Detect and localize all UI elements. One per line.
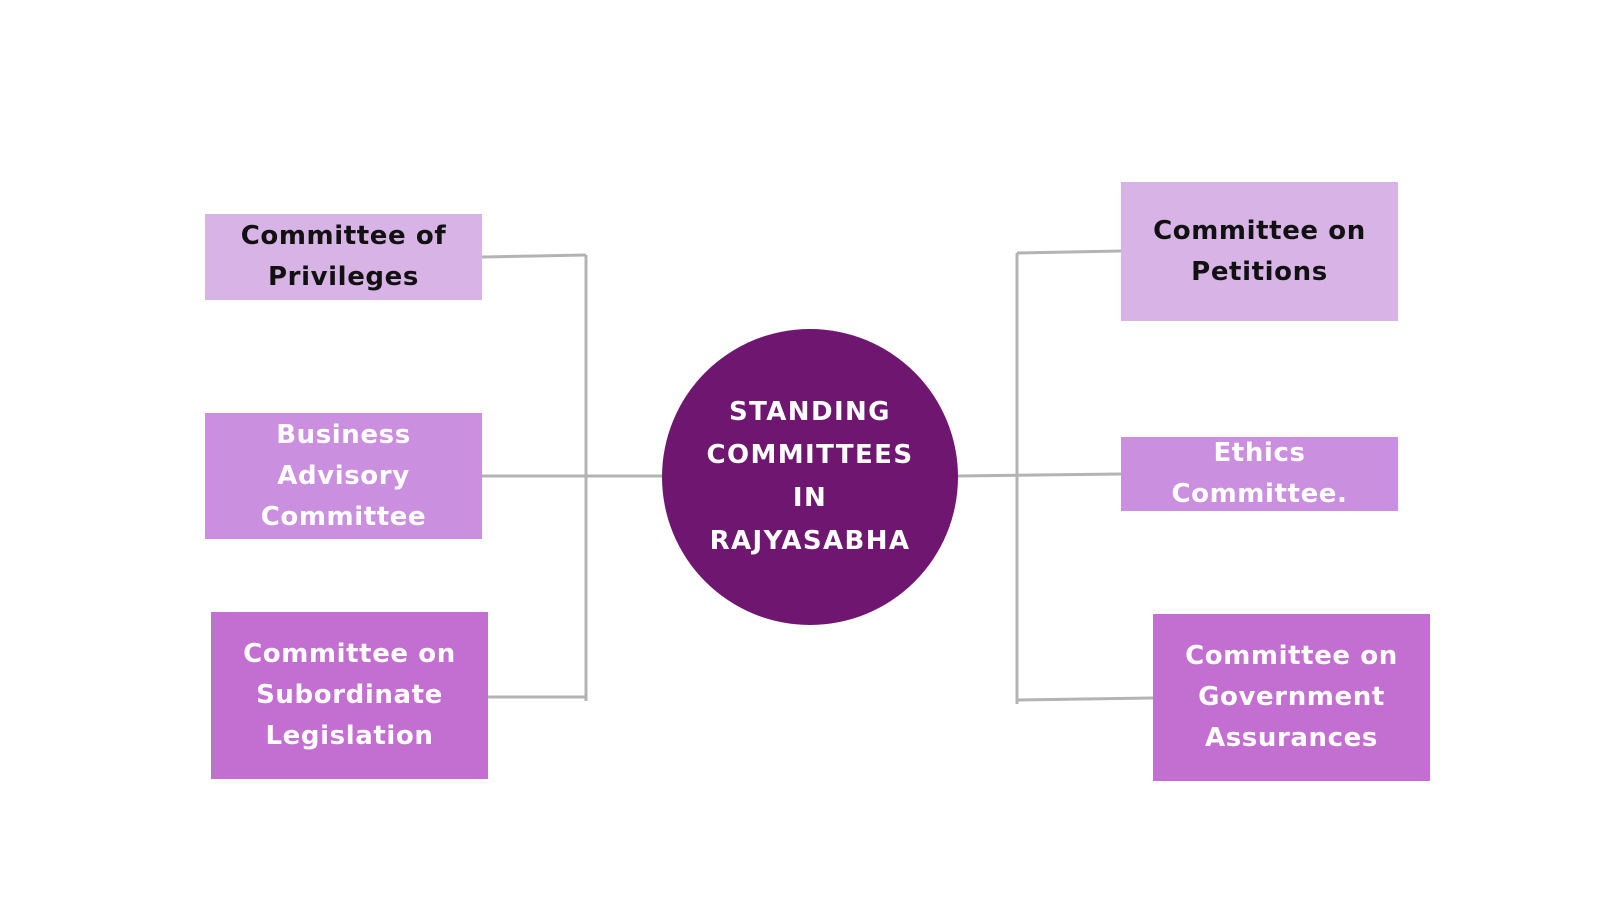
right-connector-bottom [1016,696,1154,702]
ethics-committee-box: Ethics Committee. [1121,437,1398,511]
right-connector-middle [957,472,1122,478]
committee-of-privileges-box: Committee of Privileges [205,214,482,300]
center-title: STANDING COMMITTEES IN RAJYASABHA [706,397,914,556]
center-node: STANDING COMMITTEES IN RAJYASABHA [662,329,958,625]
right-connector-top [1016,249,1122,255]
subordinate-legislation-committee-box: Committee on Subordinate Legislation [211,612,488,779]
left-connector-top [481,253,587,259]
business-advisory-committee-box: Business Advisory Committee [205,413,482,539]
government-assurances-committee-box: Committee on Government Assurances [1153,614,1430,781]
committee-on-petitions-box: Committee on Petitions [1121,182,1398,321]
